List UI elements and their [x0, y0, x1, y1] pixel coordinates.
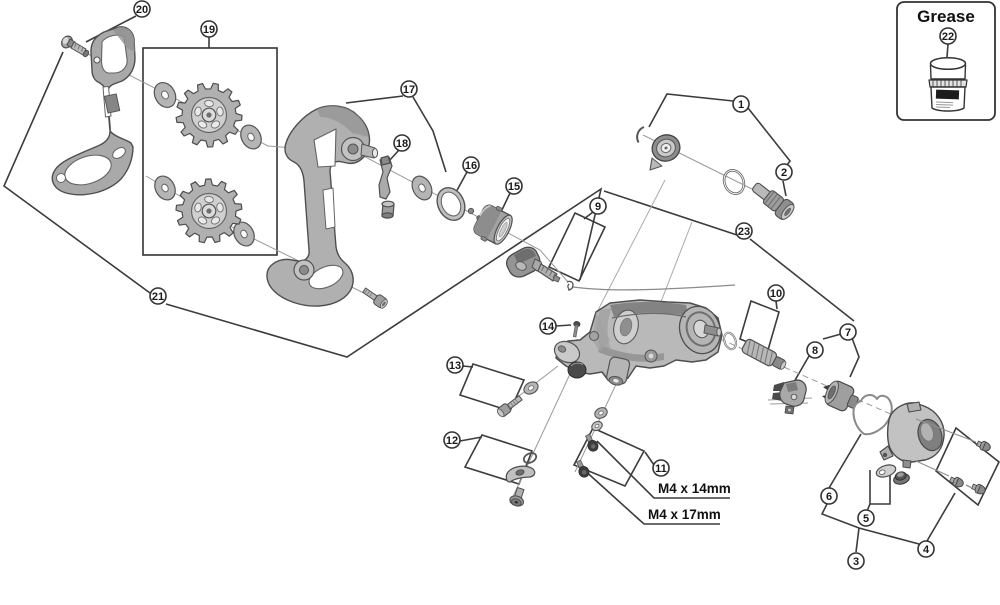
svg-text:7: 7 — [845, 327, 851, 339]
svg-text:M4 x 14mm: M4 x 14mm — [658, 481, 731, 496]
svg-text:5: 5 — [863, 513, 869, 525]
svg-text:Grease: Grease — [917, 7, 975, 26]
svg-text:12: 12 — [446, 435, 458, 447]
svg-text:3: 3 — [853, 556, 859, 568]
svg-text:14: 14 — [542, 321, 555, 333]
svg-text:17: 17 — [403, 84, 415, 96]
svg-text:15: 15 — [508, 181, 520, 193]
svg-text:21: 21 — [152, 291, 164, 303]
svg-text:13: 13 — [449, 360, 461, 372]
svg-text:9: 9 — [595, 201, 601, 213]
svg-text:10: 10 — [770, 288, 782, 300]
svg-text:8: 8 — [812, 345, 818, 357]
svg-text:18: 18 — [396, 138, 408, 150]
svg-text:1: 1 — [738, 99, 744, 111]
svg-text:2: 2 — [781, 167, 787, 179]
svg-text:19: 19 — [203, 24, 215, 36]
svg-text:20: 20 — [136, 4, 148, 16]
svg-text:4: 4 — [923, 544, 930, 556]
svg-text:M4 x 17mm: M4 x 17mm — [648, 507, 721, 522]
svg-text:6: 6 — [826, 491, 832, 503]
svg-text:16: 16 — [465, 160, 477, 172]
svg-text:23: 23 — [738, 226, 750, 238]
svg-text:11: 11 — [655, 463, 667, 475]
svg-text:22: 22 — [942, 31, 954, 43]
